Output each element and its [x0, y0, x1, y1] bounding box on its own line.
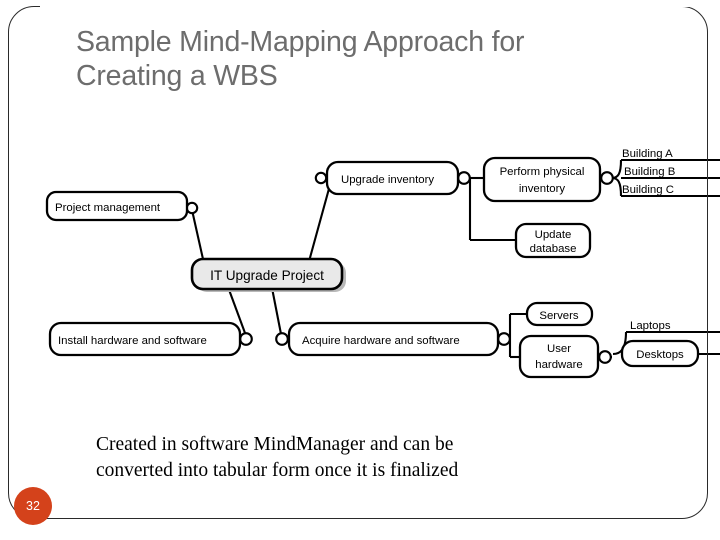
node-dot-project-management [185, 201, 199, 215]
connector-center-to-upgrade-inventory [306, 184, 332, 266]
slide-border-top-gap [40, 0, 720, 7]
node-dot-acquire-hardware-right [497, 332, 511, 346]
connector-center-to-acquire-hardware [270, 287, 283, 335]
mindmap-node-user-hardware-label-line1: User [547, 343, 571, 355]
mindmap-node-update-database-label-line1: Update [535, 229, 572, 241]
mindmap-node-building-a-label: Building A [622, 148, 673, 160]
connector-building-c-curve [611, 176, 623, 197]
mindmap-node-install-hardware-label: Install hardware and software [58, 335, 207, 347]
mindmap-node-install-hardware[interactable]: Install hardware and software [48, 321, 242, 357]
node-dot-upgrade-inventory-right [457, 171, 471, 185]
mindmap-node-user-hardware[interactable]: User hardware [518, 334, 600, 379]
page-title: Sample Mind-Mapping Approach for Creatin… [76, 26, 525, 92]
connector-nodes [185, 171, 614, 364]
mindmap-node-perform-physical-inventory-label-line2: inventory [519, 183, 566, 195]
mindmap-node-acquire-hardware-label: Acquire hardware and software [302, 335, 460, 347]
mindmap-node-upgrade-inventory-label: Upgrade inventory [341, 174, 434, 186]
mindmap-node-desktops[interactable]: Desktops [620, 339, 700, 368]
mindmap-node-building-a[interactable]: Building A [622, 148, 673, 160]
mindmap-node-center[interactable]: IT Upgrade Project [190, 257, 346, 292]
mindmap-node-center-label: IT Upgrade Project [210, 268, 324, 283]
node-dot-install-hardware-right [239, 332, 253, 346]
slide-caption: Created in software MindManager and can … [96, 434, 459, 481]
mindmap-node-perform-physical-inventory[interactable]: Perform physical inventory [482, 156, 602, 203]
node-dot-acquire-hardware-left [275, 332, 289, 346]
mindmap-node-building-b-label: Building B [624, 166, 675, 178]
mindmap-node-desktops-label: Desktops [636, 349, 684, 361]
page-number-badge: 32 [14, 487, 52, 525]
mindmap-node-building-c[interactable]: Building C [622, 184, 674, 196]
mindmap-node-upgrade-inventory[interactable]: Upgrade inventory [325, 160, 460, 196]
mindmap-node-project-management-label: Project management [55, 202, 161, 214]
mindmap-node-perform-physical-inventory-label-line1: Perform physical [500, 166, 585, 178]
mindmap-node-servers-label: Servers [539, 310, 579, 322]
mindmap-node-building-c-label: Building C [622, 184, 674, 196]
mindmap-node-building-b[interactable]: Building B [624, 166, 675, 178]
mindmap-node-update-database-label-line2: database [530, 243, 577, 255]
mindmap-node-project-management[interactable]: Project management [45, 190, 189, 222]
node-dot-user-hardware-right [598, 350, 612, 364]
mindmap-node-laptops[interactable]: Laptops [630, 320, 671, 332]
connector-center-to-install-hardware [227, 286, 246, 334]
node-dot-upgrade-inventory-left [314, 171, 328, 185]
mindmap-node-acquire-hardware[interactable]: Acquire hardware and software [287, 321, 500, 357]
connector-building-a-curve [611, 159, 623, 180]
node-dot-physical-inventory-right [600, 171, 614, 185]
mindmap-node-laptops-label: Laptops [630, 320, 671, 332]
mindmap-node-servers[interactable]: Servers [525, 301, 594, 327]
mindmap-node-update-database[interactable]: Update database [514, 222, 592, 259]
mindmap-node-user-hardware-label-line2: hardware [535, 359, 583, 371]
